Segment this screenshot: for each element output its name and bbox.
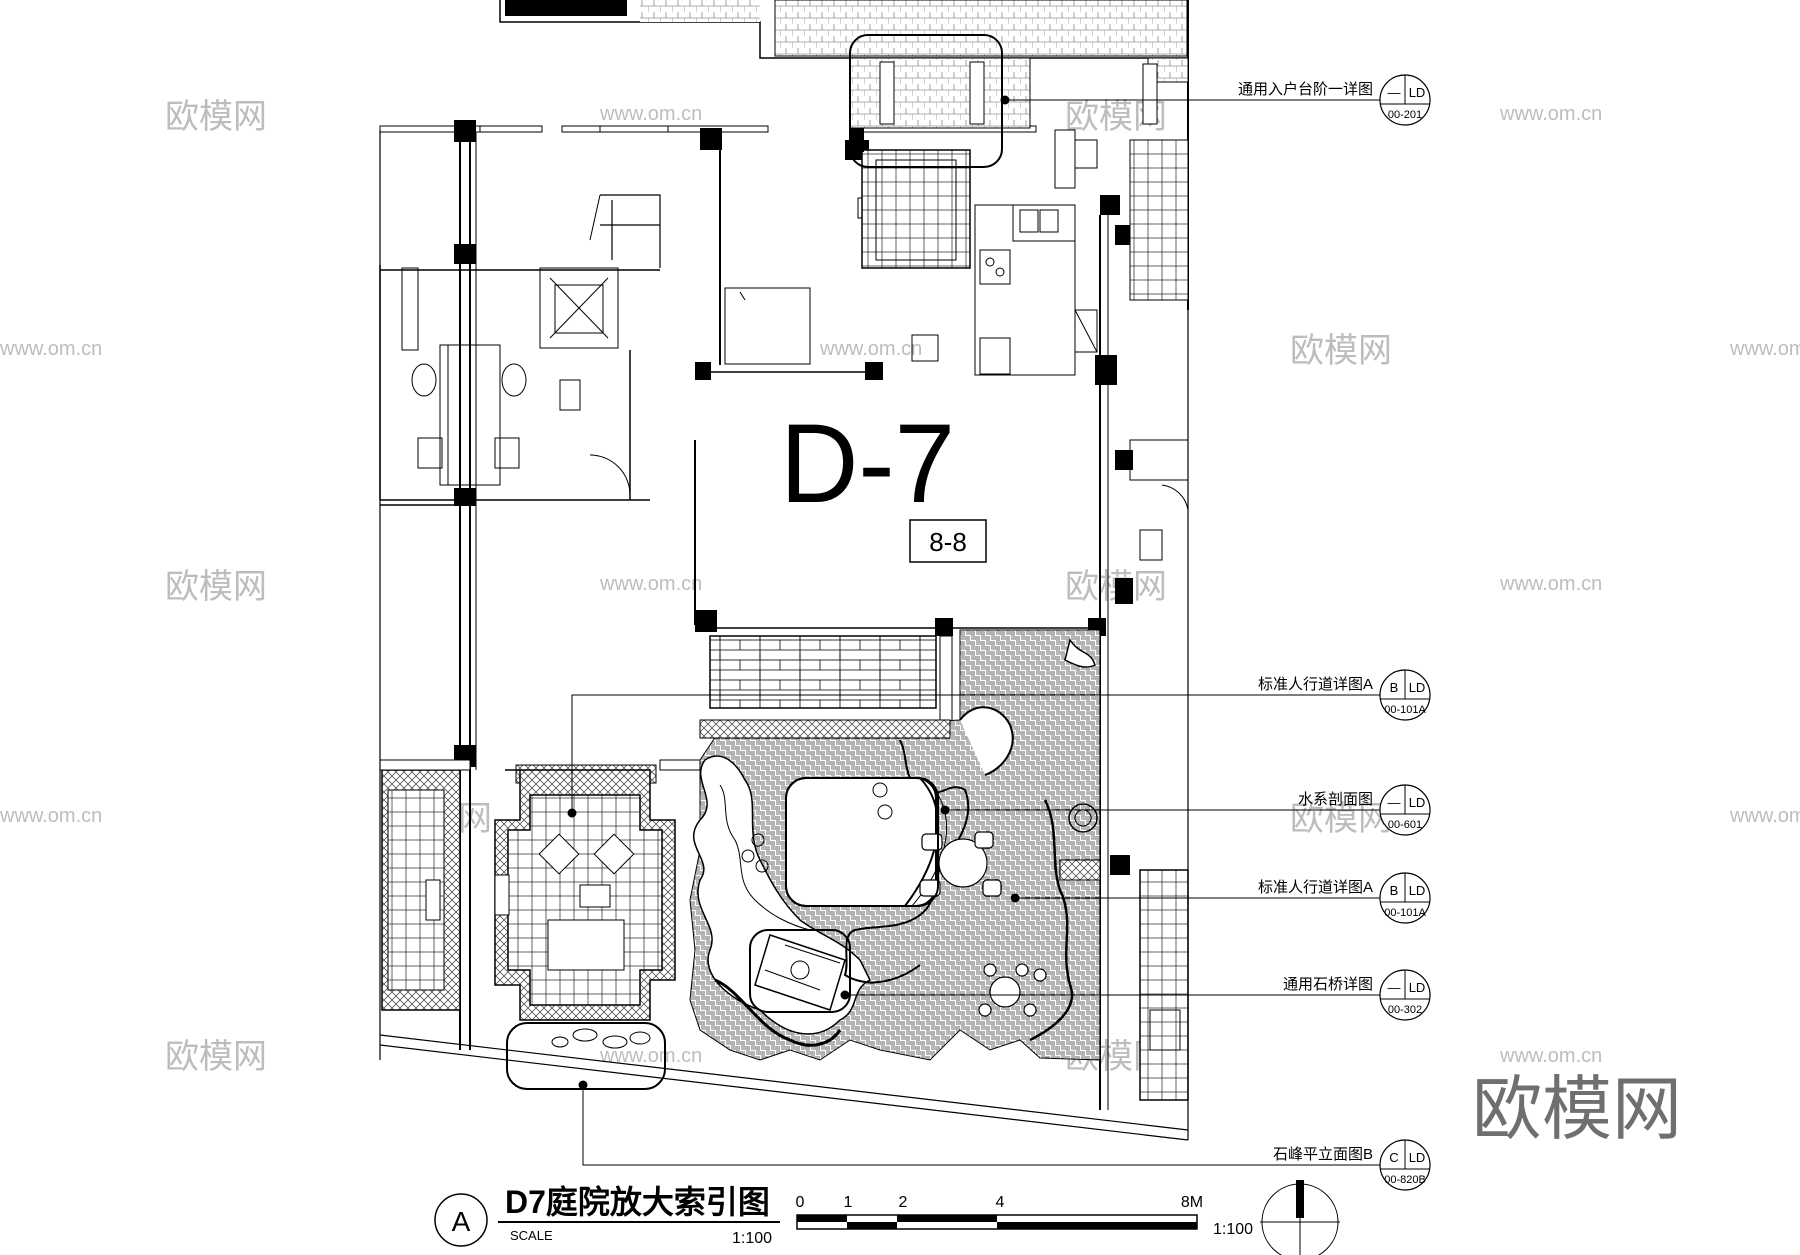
callout-ref: LD [1409, 883, 1426, 898]
watermark-layer: 欧模网 www.om.cn 欧模网 www.om.cn www.om.cn ww… [0, 98, 1800, 1076]
watermark-brand: 欧模网 [165, 98, 267, 136]
detail-callout: 水系剖面图 — LD 00-601 [1298, 784, 1431, 836]
callout-sheet: 00-101A [1384, 704, 1426, 716]
callout-detail-mark: B [1390, 680, 1399, 695]
watermark-url: www.om.cn [1729, 805, 1800, 827]
callout-detail-mark: B [1390, 883, 1399, 898]
callout-highlights [506, 34, 1003, 1090]
site-boundary [379, 130, 1189, 1141]
watermark-url: www.om.cn [1499, 103, 1602, 125]
scale-bar: 0 1 2 4 8M 1:100 [796, 1194, 1254, 1238]
callout-label: 标准人行道详图A [1258, 879, 1373, 896]
stone-peaks [551, 1028, 651, 1049]
watermark-url: www.om.cn [0, 338, 102, 360]
scale-tick-label: 0 [796, 1194, 805, 1211]
watermark-url: www.om.cn [599, 573, 702, 595]
drawing-title: D7庭院放大索引图 [505, 1184, 770, 1220]
callout-sheet: 00-201 [1388, 109, 1422, 121]
scale-value: 1:100 [732, 1230, 772, 1247]
callout-detail-mark: — [1388, 85, 1401, 100]
entry-steps [849, 57, 1189, 301]
scale-caption: SCALE [510, 1228, 553, 1243]
detail-callout: 通用石桥详图 — LD 00-302 [1283, 969, 1431, 1021]
callout-ref: LD [1409, 85, 1426, 100]
svg-text:8-8: 8-8 [929, 527, 967, 557]
title-block: A D7庭院放大索引图 SCALE 1:100 [434, 1184, 780, 1247]
watermark-brand: 欧模网 [165, 1038, 267, 1076]
callout-detail-mark: — [1388, 795, 1401, 810]
unit-label: D-7 [780, 401, 955, 526]
scale-tick-label: 1 [844, 1194, 853, 1211]
watermark-url: www.om.cn [1499, 573, 1602, 595]
scale-ticks: 0 1 2 4 8M [796, 1194, 1204, 1211]
left-garden-rooms [379, 759, 701, 1021]
watermark-brand: 欧模网 [165, 568, 267, 606]
scale-tick-label: 2 [899, 1194, 908, 1211]
north-arrow-icon [1260, 1180, 1340, 1255]
callout-label: 通用入户台阶一详图 [1238, 81, 1373, 98]
watermark-url: www.om.cn [1729, 338, 1800, 360]
callout-label: 通用石桥详图 [1283, 976, 1373, 993]
callout-sheet: 00-302 [1388, 1004, 1422, 1016]
callout-detail-mark: — [1388, 980, 1401, 995]
title-marker: A [452, 1206, 471, 1237]
callout-sheet: 00-601 [1388, 819, 1422, 831]
callout-sheet: 00-820B [1384, 1174, 1426, 1186]
detail-callout: 石峰平立面图B C LD 00-820B [1273, 1139, 1431, 1191]
leader-lines [567, 95, 1380, 1166]
watermark-url: www.om.cn [599, 1045, 702, 1067]
terrace-brick [709, 635, 953, 727]
callout-label: 标准人行道详图A [1258, 676, 1373, 693]
callout-ref: LD [1409, 980, 1426, 995]
callout-ref: LD [1409, 795, 1426, 810]
top-roof-area [499, 0, 1189, 310]
corner-watermark: 欧模网 [1472, 1070, 1682, 1148]
callout-label: 石峰平立面图B [1273, 1146, 1373, 1163]
watermark-brand: 欧模网 [1290, 332, 1392, 370]
right-unit [1110, 299, 1189, 1101]
detail-callouts: 通用入户台阶一详图 — LD 00-201 标准人行道详图A B LD 00-101A 水系剖面… [1238, 74, 1431, 1191]
watermark-url: www.om.cn [1499, 1045, 1602, 1067]
callout-ref: LD [1409, 680, 1426, 695]
outdoor-seating [919, 831, 1047, 1017]
callout-detail-mark: C [1389, 1150, 1398, 1165]
scale-ratio: 1:100 [1213, 1221, 1253, 1238]
detail-callout: 标准人行道详图A B LD 00-101A [1258, 669, 1431, 721]
watermark-brand: 欧模网 [1290, 800, 1392, 838]
stone-bridge [754, 934, 846, 1011]
watermark-url: www.om.cn [0, 805, 102, 827]
section-mark: 8-8 [909, 519, 987, 563]
scale-tick-label: 8M [1181, 1194, 1203, 1211]
scale-tick-label: 4 [996, 1194, 1005, 1211]
watermark-url: www.om.cn [819, 338, 922, 360]
detail-callout: 通用入户台阶一详图 — LD 00-201 [1238, 74, 1431, 126]
callout-ref: LD [1409, 1150, 1426, 1165]
watermark-url: www.om.cn [599, 103, 702, 125]
callout-label: 水系剖面图 [1298, 791, 1373, 808]
detail-callout: 标准人行道详图A B LD 00-101A [1258, 872, 1431, 924]
callout-sheet: 00-101A [1384, 907, 1426, 919]
